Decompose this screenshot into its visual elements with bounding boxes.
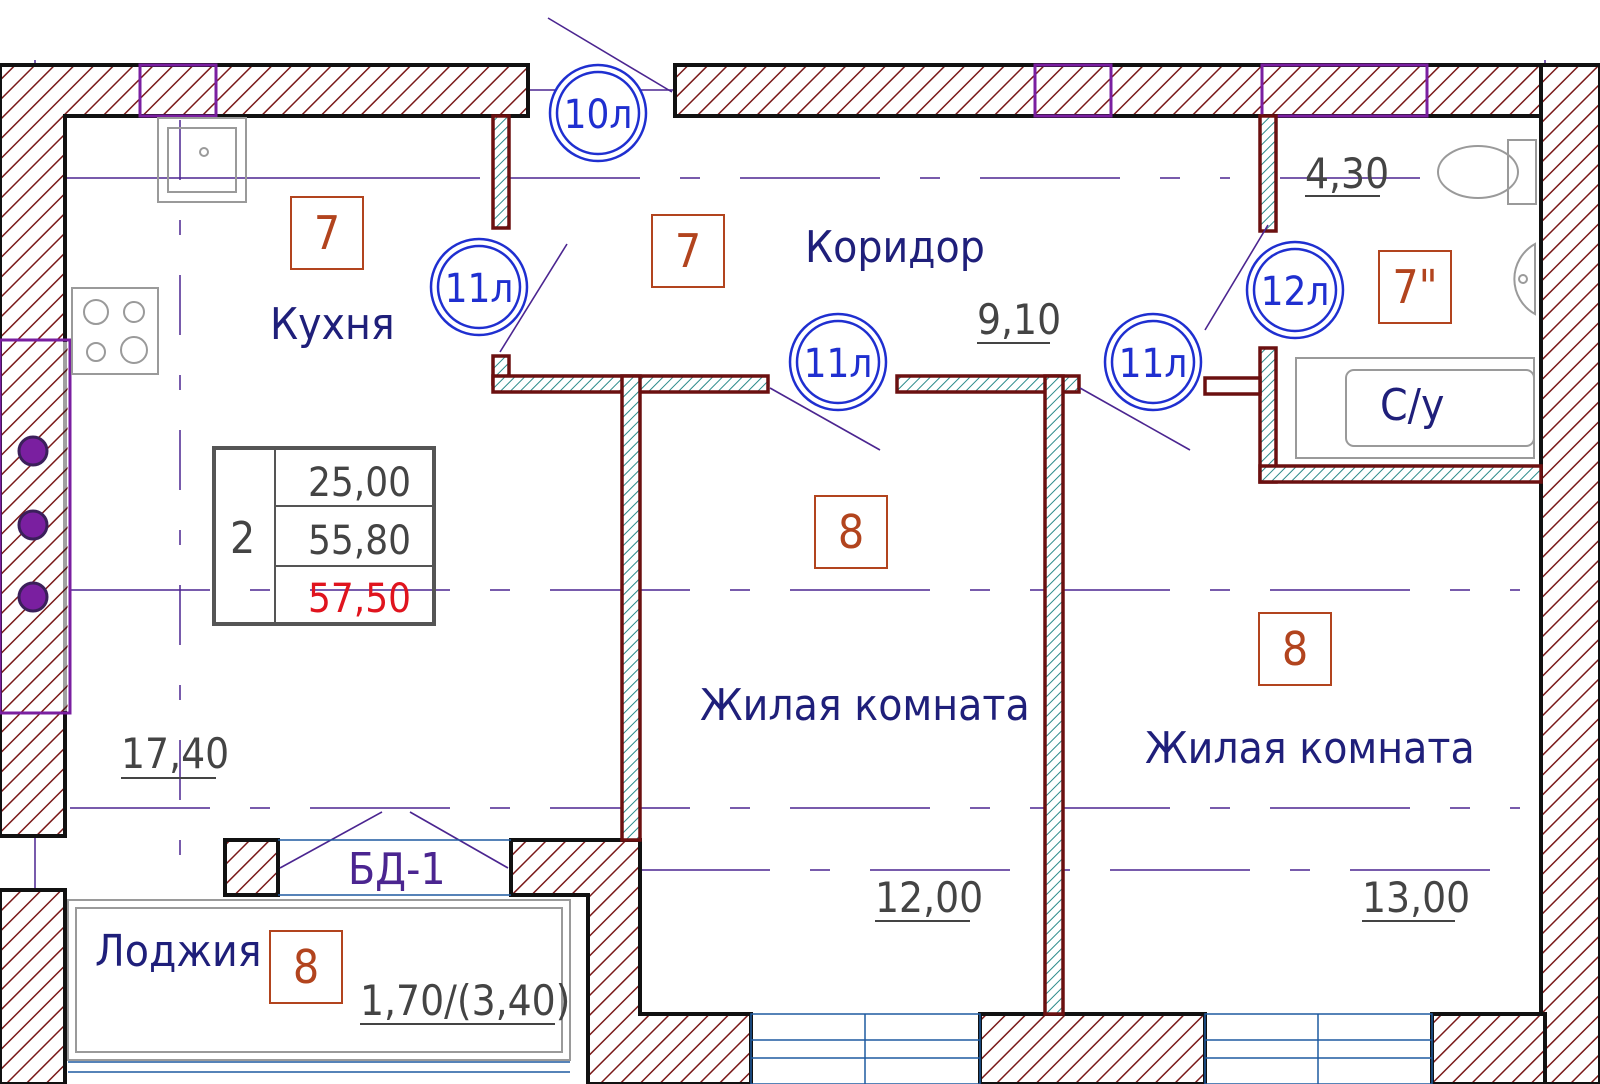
dash-lines	[70, 120, 1520, 871]
sink-icon	[157, 117, 247, 203]
area-underlines	[121, 195, 1455, 1025]
finish-code-living2: 8	[1282, 622, 1308, 676]
door-label-room1: 11л	[804, 341, 873, 387]
room-label-kitchen: Кухня	[270, 299, 395, 350]
finish-code-bathroom: 7"	[1392, 260, 1437, 314]
door-swings	[279, 17, 1269, 869]
windows	[68, 1013, 1433, 1084]
door-label-kitchen: 11л	[445, 266, 514, 312]
area-loggia: 1,70/(3,40)	[360, 976, 570, 1025]
area-living1: 12,00	[875, 873, 983, 922]
room-label-bathroom: С/у	[1380, 380, 1444, 431]
apartment-summary-table	[212, 446, 436, 626]
summary-total-area: 55,80	[308, 518, 411, 564]
bathtub-icon	[1295, 357, 1535, 459]
room-label-living2: Жилая комната	[1145, 723, 1475, 774]
finish-code-boxes	[269, 196, 1452, 1004]
door-markers	[429, 63, 1345, 412]
balcony-door-label: БД-1	[348, 844, 446, 895]
door-label-bathroom: 12л	[1261, 269, 1330, 315]
shaft-circles	[17, 435, 49, 613]
vent-shafts	[0, 63, 1429, 715]
toilet-icon	[1437, 139, 1537, 205]
room-label-living1: Жилая комната	[700, 680, 1030, 731]
area-living2: 13,00	[1362, 873, 1470, 922]
partitions	[491, 114, 1543, 1016]
door-label-entry: 10л	[564, 92, 633, 138]
area-bathroom: 4,30	[1305, 149, 1389, 198]
door-label-room2: 11л	[1119, 341, 1188, 387]
room-label-corridor: Коридор	[805, 222, 985, 273]
loggia-outline	[67, 899, 571, 1061]
summary-total-with-loggia: 57,50	[308, 576, 411, 622]
area-kitchen: 17,40	[121, 729, 229, 778]
balcony-door-frame	[278, 839, 511, 896]
finish-code-living1: 8	[838, 505, 864, 559]
area-corridor: 9,10	[977, 295, 1061, 344]
finish-code-loggia: 8	[293, 940, 319, 994]
finish-code-corridor: 7	[675, 224, 701, 278]
summary-living-area: 25,00	[308, 460, 411, 506]
stove-icon	[71, 287, 159, 375]
washbasin-icon	[1513, 242, 1536, 316]
finish-code-kitchen: 7	[314, 206, 340, 260]
room-label-loggia: Лоджия	[95, 926, 262, 977]
exterior-walls	[0, 63, 1600, 1084]
summary-rooms-count: 2	[230, 513, 255, 564]
